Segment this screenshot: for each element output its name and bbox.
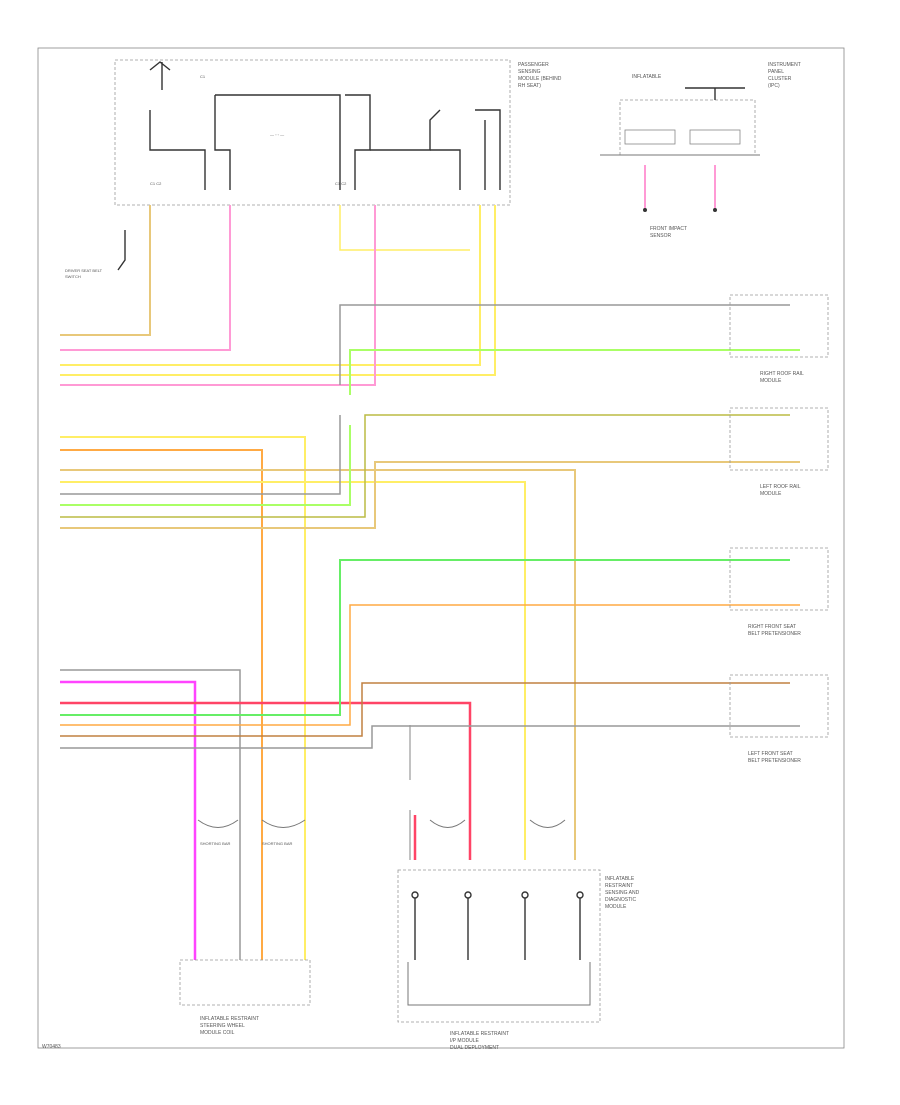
- svg-text:SWITCH: SWITCH: [65, 274, 81, 279]
- svg-text:C1: C1: [200, 74, 206, 79]
- steering-wheel-module-coil: INFLATABLE RESTRAINT STEERING WHEEL MODU…: [179, 819, 311, 1036]
- svg-text:RIGHT ROOF RAIL: RIGHT ROOF RAIL: [760, 371, 804, 377]
- left-roof-rail-module: LEFT ROOF RAIL MODULE: [729, 407, 829, 497]
- left-front-seat-belt-pretensioner: LEFT FRONT SEAT BELT PRETENSIONER: [729, 674, 829, 764]
- svg-text:C1 C2: C1 C2: [150, 181, 162, 186]
- svg-text:SENSING: SENSING: [518, 69, 541, 75]
- svg-text:I/P MODULE: I/P MODULE: [450, 1038, 479, 1044]
- svg-text:BELT PRETENSIONER: BELT PRETENSIONER: [748, 758, 801, 764]
- passenger-sensing-module: PASSENGER SENSING MODULE (BEHIND RH SEAT…: [114, 59, 562, 206]
- svg-text:MODULE: MODULE: [760, 378, 782, 384]
- svg-text:MODULE (BEHIND: MODULE (BEHIND: [518, 76, 562, 82]
- svg-text:DUAL DEPLOYMENT: DUAL DEPLOYMENT: [450, 1045, 499, 1051]
- driver-seat-belt-switch: DRIVER SEAT BELT SWITCH: [65, 230, 126, 279]
- svg-text:SENSOR: SENSOR: [650, 233, 672, 239]
- svg-text:MODULE: MODULE: [760, 491, 782, 497]
- svg-text:C1 C2: C1 C2: [335, 181, 347, 186]
- svg-text:— ◦ ◦ —: — ◦ ◦ —: [270, 132, 284, 137]
- diagram-code: W70483: [42, 1044, 61, 1050]
- svg-text:SENSING AND: SENSING AND: [605, 890, 640, 896]
- wires: [60, 205, 800, 960]
- svg-text:INFLATABLE: INFLATABLE: [632, 74, 662, 80]
- svg-text:INSTRUMENT: INSTRUMENT: [768, 62, 801, 68]
- right-roof-rail-module: RIGHT ROOF RAIL MODULE: [729, 294, 829, 384]
- sensing-diagnostic-module: INFLATABLE RESTRAINT SENSING AND DIAGNOS…: [397, 780, 640, 1051]
- svg-text:MODULE: MODULE: [605, 904, 627, 910]
- svg-text:RESTRAINT: RESTRAINT: [605, 883, 633, 889]
- svg-text:BELT PRETENSIONER: BELT PRETENSIONER: [748, 631, 801, 637]
- svg-text:INFLATABLE RESTRAINT: INFLATABLE RESTRAINT: [200, 1016, 259, 1022]
- svg-text:RIGHT FRONT SEAT: RIGHT FRONT SEAT: [748, 624, 796, 630]
- svg-text:(IPC): (IPC): [768, 83, 780, 89]
- svg-text:SHORTING BAR: SHORTING BAR: [262, 841, 292, 846]
- svg-text:FRONT IMPACT: FRONT IMPACT: [650, 226, 687, 232]
- right-front-seat-belt-pretensioner: RIGHT FRONT SEAT BELT PRETENSIONER: [729, 547, 829, 637]
- svg-text:STEERING WHEEL: STEERING WHEEL: [200, 1023, 245, 1029]
- diagram-frame: [37, 47, 845, 1049]
- svg-text:LEFT FRONT SEAT: LEFT FRONT SEAT: [748, 751, 793, 757]
- svg-text:INFLATABLE: INFLATABLE: [605, 876, 635, 882]
- svg-text:CLUSTER: CLUSTER: [768, 76, 792, 82]
- svg-text:SHORTING BAR: SHORTING BAR: [200, 841, 230, 846]
- svg-text:DRIVER SEAT BELT: DRIVER SEAT BELT: [65, 268, 103, 273]
- svg-text:PANEL: PANEL: [768, 69, 784, 75]
- instrument-panel-cluster: INSTRUMENT PANEL CLUSTER (IPC) INFLATABL…: [600, 62, 801, 239]
- svg-text:INFLATABLE RESTRAINT: INFLATABLE RESTRAINT: [450, 1031, 509, 1037]
- svg-text:DIAGNOSTIC: DIAGNOSTIC: [605, 897, 637, 903]
- svg-text:PASSENGER: PASSENGER: [518, 62, 549, 68]
- svg-text:RH SEAT): RH SEAT): [518, 83, 541, 89]
- svg-text:LEFT ROOF RAIL: LEFT ROOF RAIL: [760, 484, 801, 490]
- svg-text:MODULE COIL: MODULE COIL: [200, 1030, 235, 1036]
